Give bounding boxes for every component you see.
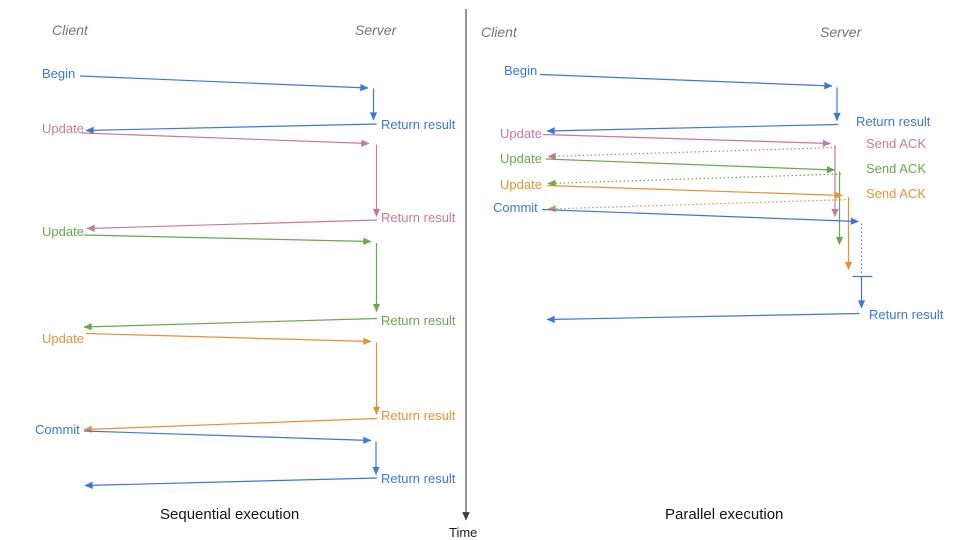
right-update3-ack-label: Send ACK <box>866 186 926 201</box>
right-server-header: Server <box>820 24 862 40</box>
right-update3-arrows <box>546 184 853 270</box>
left-commit-label: Commit <box>35 422 80 437</box>
right-update2-ack-label: Send ACK <box>866 161 926 176</box>
left-update1-label: Update <box>42 121 84 136</box>
sequential-caption: Sequential execution <box>160 506 300 523</box>
right-begin-label: Begin <box>504 63 538 78</box>
left-update3-arrows <box>83 332 381 433</box>
left-commit-arrows <box>83 430 380 489</box>
right-update2-label: Update <box>500 151 542 166</box>
left-update3-label: Update <box>42 331 84 346</box>
left-client-header: Client <box>52 22 88 38</box>
right-final-result-label: Return result <box>869 307 944 322</box>
right-commit-label: Commit <box>493 200 538 215</box>
left-update2-result-label: Return result <box>381 313 456 328</box>
left-server-header: Server <box>355 22 397 38</box>
time-label: Time <box>449 525 478 540</box>
left-update1-result-label: Return result <box>381 210 456 225</box>
right-update2-arrows <box>545 158 844 245</box>
left-update3-result-label: Return result <box>381 408 456 423</box>
right-update1-arrows <box>542 133 839 217</box>
right-update1-label: Update <box>500 126 542 141</box>
left-commit-result-label: Return result <box>381 471 456 486</box>
right-commit-arrows <box>541 208 873 323</box>
right-begin-result-label: Return result <box>856 114 931 129</box>
left-update2-label: Update <box>42 224 84 239</box>
right-update1-ack-label: Send ACK <box>866 136 926 151</box>
left-begin-result-label: Return result <box>381 117 456 132</box>
right-update3-label: Update <box>500 177 542 192</box>
left-update2-arrows <box>83 234 381 331</box>
right-begin-arrows <box>539 73 841 135</box>
left-begin-label: Begin <box>42 66 76 81</box>
left-begin-arrows <box>79 75 378 134</box>
left-update1-arrows <box>81 132 381 232</box>
parallel-caption: Parallel execution <box>665 506 784 523</box>
right-client-header: Client <box>481 24 517 40</box>
